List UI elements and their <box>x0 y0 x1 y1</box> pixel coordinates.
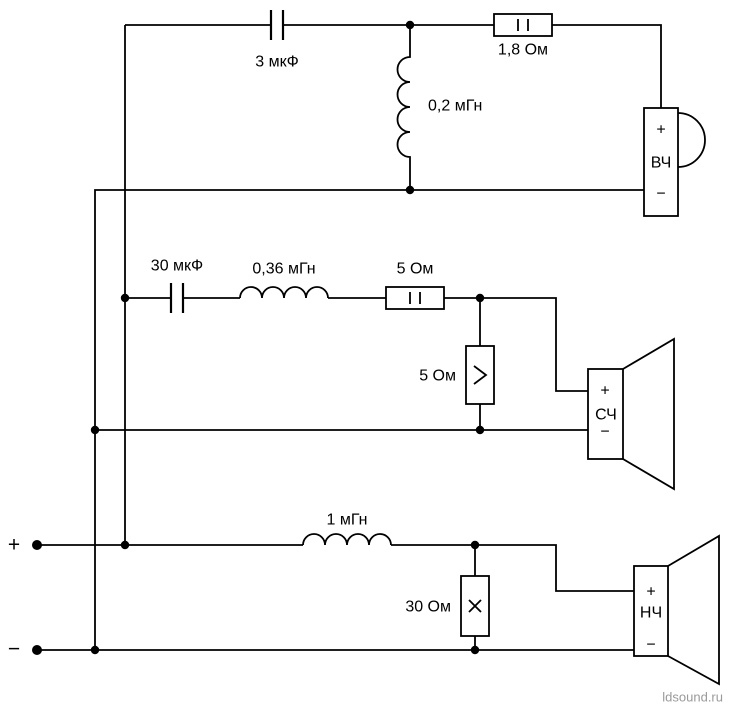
shunt-resistor-value-label: 30 Ом <box>405 599 451 616</box>
watermark-text: ldsound.ru <box>662 690 723 705</box>
capacitor-icon <box>269 10 285 40</box>
speaker-name-label: НЧ <box>640 605 662 622</box>
speaker-minus-mark: − <box>600 424 609 441</box>
wire <box>125 297 588 392</box>
junction-dot <box>475 425 485 435</box>
mid-frequency-branch: 30 мкФ 0,36 мГн 5 Ом 5 Ом + СЧ − <box>90 258 675 491</box>
speaker-minus-mark: − <box>656 186 665 203</box>
capacitor-value-label: 3 мкФ <box>255 54 299 71</box>
series-resistor-value-label: 5 Ом <box>397 261 434 278</box>
speaker-cone-icon <box>622 337 675 491</box>
input-plus-label: + <box>8 534 20 557</box>
minus-terminal-icon <box>32 645 42 655</box>
speaker-box <box>643 107 679 217</box>
speaker-name-label: СЧ <box>595 407 617 424</box>
series-resistor-icon <box>385 286 445 310</box>
shunt-resistor-icon <box>465 345 495 405</box>
cross-icon <box>468 599 482 613</box>
speaker-box <box>587 368 624 460</box>
capacitor-value-label: 30 мкФ <box>151 258 203 275</box>
resistor-value-label: 1,8 Ом <box>498 42 548 59</box>
inductor-value-label: 0,2 мГн <box>428 98 482 115</box>
shunt-resistor-icon <box>460 575 490 637</box>
inductor-icon <box>239 286 329 299</box>
junction-dot <box>90 645 100 655</box>
junction-dot <box>90 425 100 435</box>
speaker-minus-mark: − <box>646 637 655 654</box>
junction-dot <box>405 20 415 30</box>
capacitor-icon <box>169 283 185 313</box>
input-terminals: + − <box>8 534 42 661</box>
shunt-resistor-value-label: 5 Ом <box>419 368 456 385</box>
input-minus-label: − <box>8 638 20 661</box>
junction-dot <box>470 645 480 655</box>
speaker-cone-icon <box>667 534 720 686</box>
speaker-plus-mark: + <box>646 584 655 601</box>
junction-dot <box>120 540 130 550</box>
chevron-right-icon <box>473 365 488 385</box>
wire <box>37 544 634 592</box>
speaker-box <box>633 565 669 657</box>
junction-dot <box>120 293 130 303</box>
inductor-icon <box>302 533 392 546</box>
junction-dot <box>405 185 415 195</box>
speaker-dome-icon <box>677 112 706 168</box>
speaker-plus-mark: + <box>656 122 665 139</box>
tweeter-speaker: + ВЧ − <box>643 107 706 217</box>
junction-dot <box>470 540 480 550</box>
junction-dot <box>475 293 485 303</box>
inductor-value-label: 0,36 мГн <box>252 261 315 278</box>
speaker-plus-mark: + <box>600 383 609 400</box>
negative-rail-wire <box>94 189 644 650</box>
high-frequency-branch: 3 мкФ 1,8 Ом 0,2 мГн + ВЧ − <box>125 10 706 217</box>
plus-terminal-icon <box>32 540 42 550</box>
resistor-ticks-icon <box>517 19 529 31</box>
speaker-name-label: ВЧ <box>651 155 672 172</box>
midrange-speaker: + СЧ − <box>587 337 675 491</box>
inductor-icon <box>396 25 411 190</box>
woofer-speaker: + НЧ − <box>633 534 720 686</box>
wire <box>125 24 662 108</box>
resistor-icon <box>493 13 553 37</box>
bus-wires <box>94 25 644 650</box>
resistor-ticks-icon <box>409 292 421 304</box>
low-frequency-branch: 1 мГн 30 Ом + НЧ − <box>37 512 720 686</box>
inductor-value-label: 1 мГн <box>327 512 368 529</box>
